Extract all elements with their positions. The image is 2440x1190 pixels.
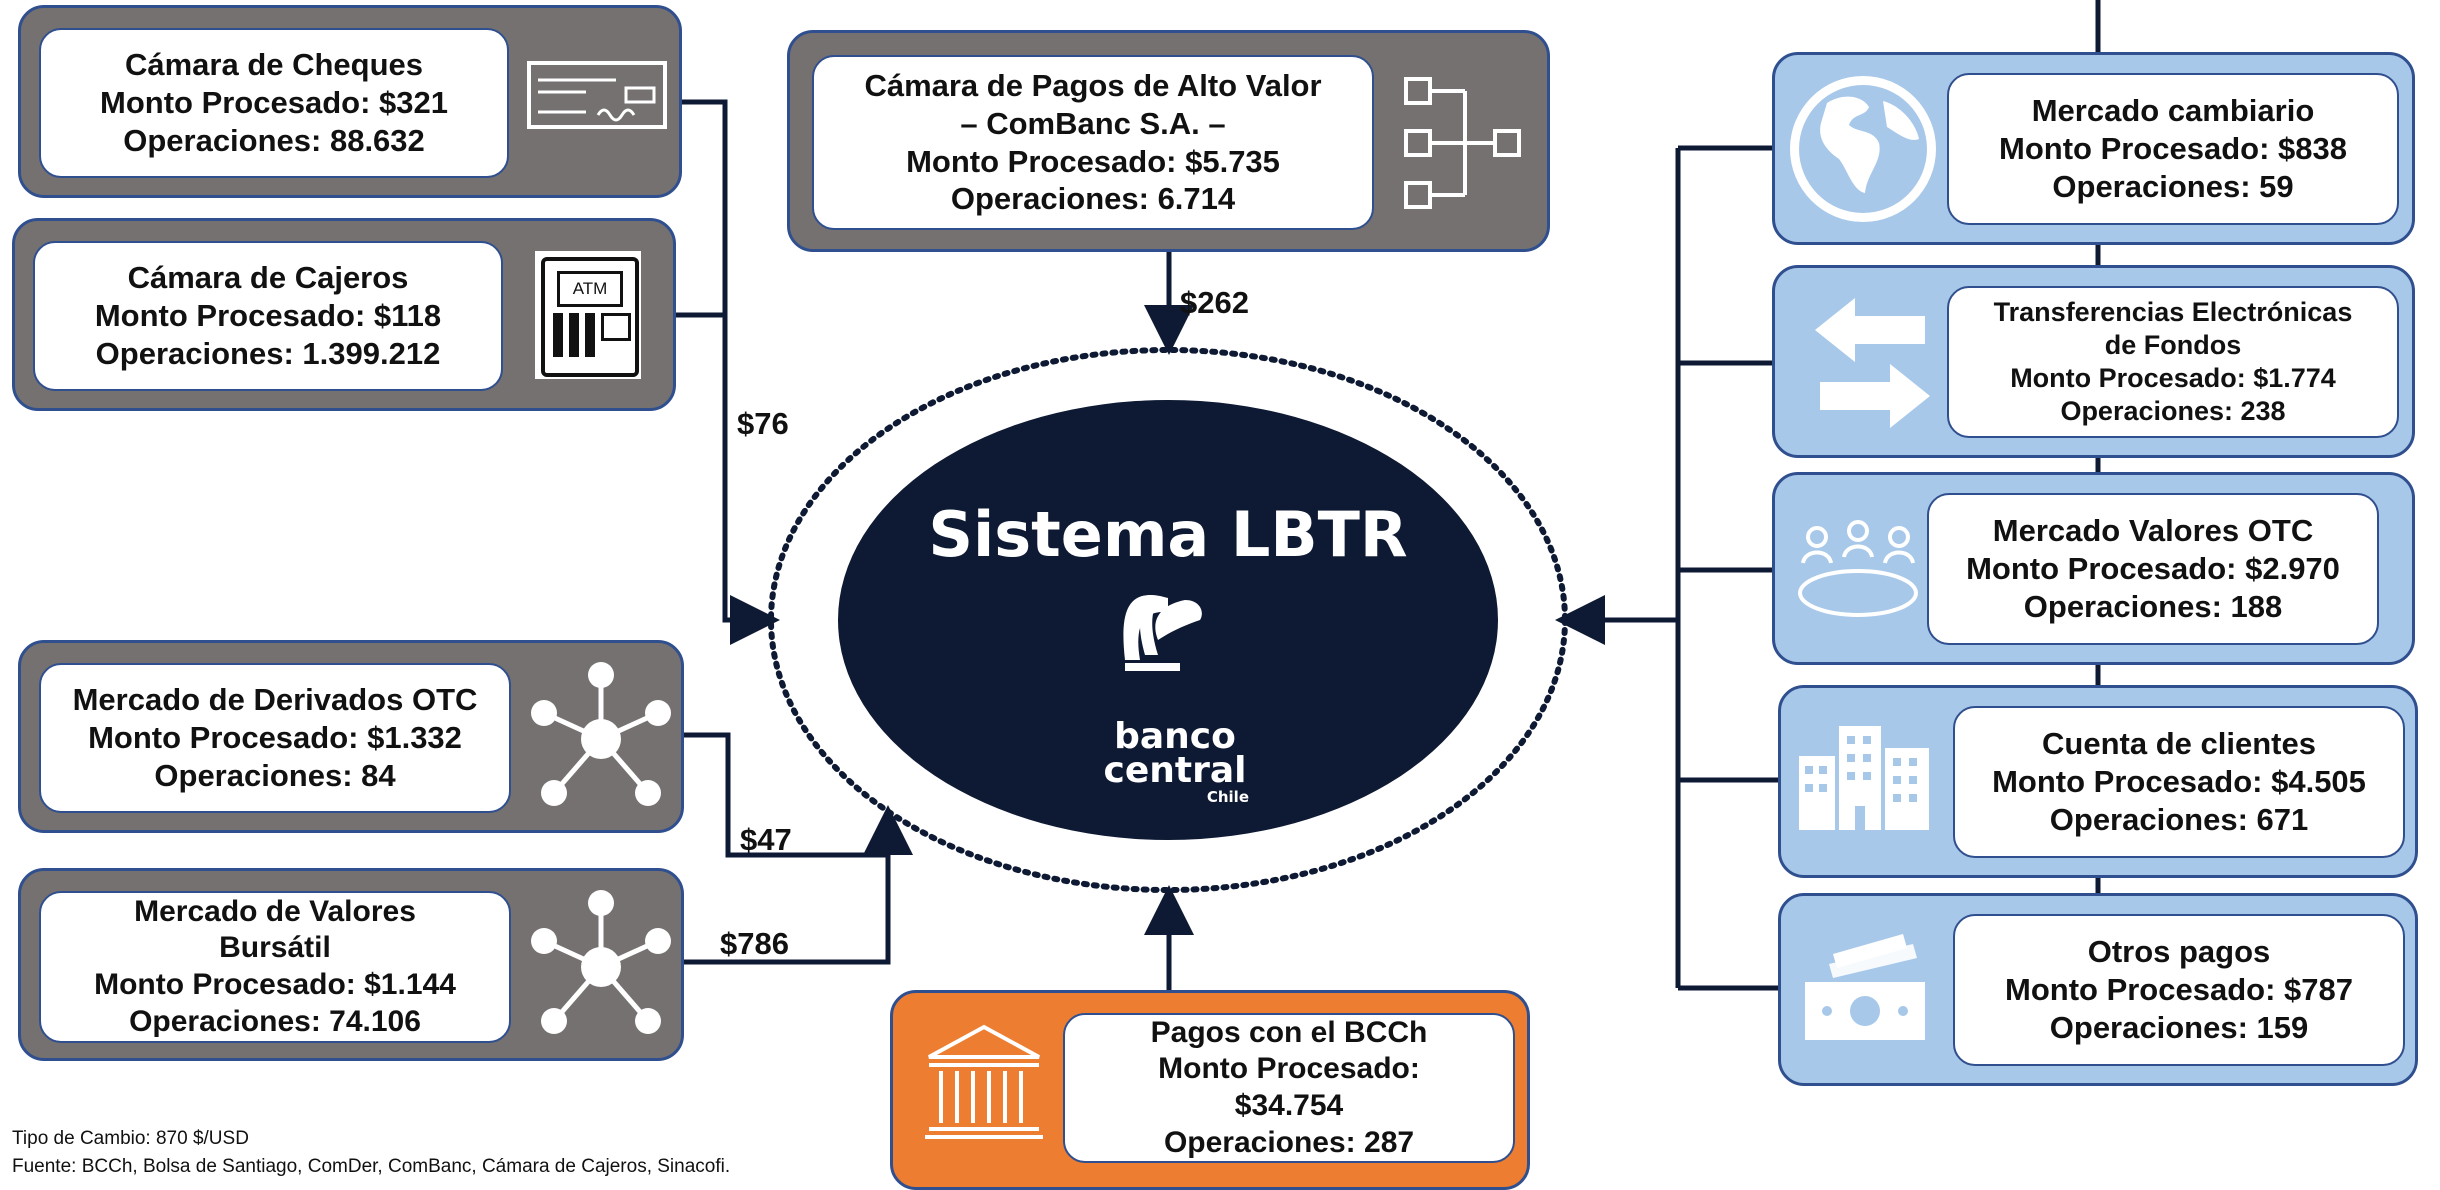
node-name-2: Bursátil: [219, 931, 331, 965]
exchange-rate-note: Tipo de Cambio: 870 $/USD: [12, 1128, 249, 1149]
node-text: Mercado de Derivados OTC Monto Procesado…: [39, 663, 511, 813]
logo-text: banco central Chile: [1095, 716, 1255, 807]
node-monto: Monto Procesado: $787: [2005, 972, 2353, 1008]
clearing-tree-icon: [1404, 77, 1521, 209]
lbtr-title: Sistema LBTR: [928, 498, 1408, 571]
flow-label-derivados: $47: [740, 822, 792, 857]
node-text: Mercado cambiario Monto Procesado: $838 …: [1947, 73, 2399, 225]
node-ops: Operaciones: 159: [2049, 1009, 2309, 1045]
node-pagos-bcch: Pagos con el BCCh Monto Procesado: $34.7…: [890, 990, 1530, 1190]
node-ops: Operaciones: 59: [2052, 168, 2294, 204]
node-text: Cámara de Pagos de Alto Valor – ComBanc …: [812, 55, 1374, 230]
node-monto: Monto Procesado: $5.735: [906, 143, 1280, 179]
node-monto-value: $34.754: [1234, 1089, 1344, 1122]
atm-label: ATM: [557, 271, 623, 307]
flow-line-bursatil: [684, 805, 913, 965]
node-name: Mercado cambiario: [2031, 93, 2315, 129]
node-monto: Monto Procesado: $321: [100, 85, 448, 121]
node-camara-cheques: Cámara de Cheques Monto Procesado: $321 …: [18, 5, 682, 198]
node-name: Mercado de Derivados OTC: [72, 682, 478, 718]
node-name: Cámara de Cheques: [124, 47, 424, 83]
node-combanc: Cámara de Pagos de Alto Valor – ComBanc …: [787, 30, 1550, 252]
meeting-table-icon: [1798, 520, 1918, 617]
atm-icon: ATM: [535, 251, 641, 379]
node-monto: Monto Procesado:: [1158, 1052, 1420, 1086]
flow-label-bursatil: $786: [720, 926, 789, 961]
cheque-icon: [527, 61, 667, 129]
logo-line-banco: banco: [1114, 716, 1236, 757]
node-text: Cuenta de clientes Monto Procesado: $4.5…: [1953, 706, 2405, 858]
node-monto: Monto Procesado: $4.505: [1992, 764, 2366, 800]
node-tef: Transferencias Electrónicas de Fondos Mo…: [1772, 265, 2415, 458]
money-icon: [1805, 934, 1925, 1040]
node-name-2: – ComBanc S.A. –: [960, 105, 1226, 141]
node-text: Mercado Valores OTC Monto Procesado: $2.…: [1927, 493, 2379, 645]
network-icon: [531, 662, 671, 806]
banco-central-logo-icon: [1123, 594, 1202, 671]
node-name: Cuenta de clientes: [2042, 726, 2316, 762]
node-ops: Operaciones: 88.632: [123, 122, 425, 158]
flow-line-derivados: [684, 732, 888, 858]
node-valores-bursatil: Mercado de Valores Bursátil Monto Proces…: [18, 868, 684, 1061]
node-text: Pagos con el BCCh Monto Procesado: $34.7…: [1063, 1013, 1515, 1163]
node-text: Cámara de Cheques Monto Procesado: $321 …: [39, 28, 509, 178]
node-name: Pagos con el BCCh: [1150, 1015, 1428, 1049]
node-monto: Monto Procesado: $1.332: [88, 720, 462, 756]
node-ops: Operaciones: 238: [2060, 395, 2286, 426]
node-text: Mercado de Valores Bursátil Monto Proces…: [39, 891, 511, 1043]
node-ops: Operaciones: 287: [1163, 1125, 1415, 1159]
node-ops: Operaciones: 6.714: [950, 181, 1236, 217]
node-monto: Monto Procesado: $838: [1999, 131, 2347, 167]
network-icon: [531, 890, 671, 1034]
node-mercado-cambiario: Mercado cambiario Monto Procesado: $838 …: [1772, 52, 2415, 245]
logo-line-chile: Chile: [1206, 788, 1249, 806]
node-monto: Monto Procesado: $1.774: [2010, 363, 2336, 393]
node-name: Cámara de Cajeros: [127, 260, 409, 296]
flow-label-left-upper: $76: [737, 406, 789, 441]
node-ops: Operaciones: 188: [2023, 588, 2283, 624]
node-cuenta-clientes: Cuenta de clientes Monto Procesado: $4.5…: [1778, 685, 2418, 878]
bank-building-icon: [925, 1024, 1043, 1139]
flow-line-cheques: [680, 99, 780, 645]
globe-icon: [1790, 76, 1936, 222]
source-note: Fuente: BCCh, Bolsa de Santiago, ComDer,…: [12, 1156, 731, 1177]
node-monto: Monto Procesado: $2.970: [1966, 551, 2340, 587]
buildings-icon: [1799, 726, 1929, 830]
node-name: Cámara de Pagos de Alto Valor: [864, 67, 1322, 103]
node-ops: Operaciones: 74.106: [129, 1004, 421, 1038]
node-monto: Monto Procesado: $1.144: [94, 968, 456, 1001]
node-name: Mercado Valores OTC: [1992, 513, 2314, 549]
logo-line-central: central: [1103, 750, 1247, 791]
node-otros-pagos: Otros pagos Monto Procesado: $787 Operac…: [1778, 893, 2418, 1086]
node-derivados-otc: Mercado de Derivados OTC Monto Procesado…: [18, 640, 684, 833]
node-text: Transferencias Electrónicas de Fondos Mo…: [1947, 286, 2399, 438]
node-text: Cámara de Cajeros Monto Procesado: $118 …: [33, 241, 503, 391]
node-monto: Monto Procesado: $118: [94, 298, 442, 334]
node-name: Transferencias Electrónicas: [1993, 297, 2353, 328]
node-camara-cajeros: Cámara de Cajeros Monto Procesado: $118 …: [12, 218, 676, 411]
node-ops: Operaciones: 1.399.212: [95, 335, 441, 371]
flow-label-top: $262: [1180, 285, 1249, 320]
transfer-arrows-icon: [1815, 298, 1930, 428]
node-name-2: de Fondos: [2104, 330, 2242, 361]
node-ops: Operaciones: 671: [2049, 801, 2309, 837]
node-ops: Operaciones: 84: [154, 757, 396, 793]
node-name: Otros pagos: [2087, 934, 2271, 970]
node-valores-otc: Mercado Valores OTC Monto Procesado: $2.…: [1772, 472, 2415, 665]
node-text: Otros pagos Monto Procesado: $787 Operac…: [1953, 914, 2405, 1066]
node-name: Mercado de Valores: [134, 894, 416, 928]
